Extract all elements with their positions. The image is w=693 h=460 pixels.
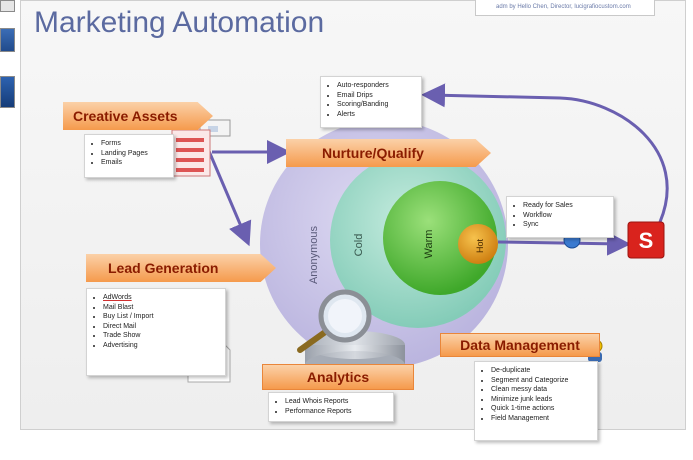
- attribution-caption: adm by Hello Chen, Director, lucigrafioc…: [475, 0, 655, 16]
- lead-generation-list: AdWords Mail Blast Buy List / Import Dir…: [86, 288, 226, 376]
- list-item: Sync: [523, 220, 607, 230]
- analytics-text: Analytics: [306, 369, 370, 385]
- creative-assets-list: Forms Landing Pages Emails: [84, 134, 174, 178]
- circle-warm: Warm: [383, 181, 497, 295]
- nurture-qualify-text: Nurture/Qualify: [322, 145, 424, 161]
- creative-assets-label: Creative Assets: [63, 102, 213, 130]
- list-item: Auto-responders: [337, 81, 415, 91]
- connector-hot-to-salesforce: [497, 231, 631, 256]
- list-item: Direct Mail: [103, 322, 219, 332]
- list-item: Clean messy data: [491, 385, 591, 395]
- list-item: Email Drips: [337, 91, 415, 101]
- list-item: Ready for Sales: [523, 201, 607, 211]
- list-item: Trade Show: [103, 331, 219, 341]
- list-item: Scoring/Banding: [337, 100, 415, 110]
- magnifier-icon: [297, 289, 372, 353]
- list-item: Minimize junk leads: [491, 395, 591, 405]
- list-item: De-duplicate: [491, 366, 591, 376]
- list-item: Quick 1-time actions: [491, 404, 591, 414]
- nurture-qualify-label: Nurture/Qualify: [286, 139, 491, 167]
- slide-thumbnail[interactable]: [0, 0, 15, 12]
- lead-generation-label: Lead Generation: [86, 254, 276, 282]
- list-item: Advertising: [103, 341, 219, 351]
- svg-text:S: S: [639, 228, 654, 253]
- circle-label-anonymous: Anonymous: [308, 225, 320, 284]
- list-item: Mail Blast: [103, 303, 219, 313]
- list-item: Buy List / Import: [103, 312, 219, 322]
- list-item: Forms: [101, 139, 167, 149]
- connector-salesforce-to-nurture: [421, 83, 669, 223]
- list-item: Landing Pages: [101, 149, 167, 159]
- list-item: Lead Whois Reports: [285, 397, 387, 407]
- salesforce-logo-icon: S: [627, 221, 665, 259]
- list-item: Workflow: [523, 211, 607, 221]
- data-management-list: De-duplicate Segment and Categorize Clea…: [474, 361, 598, 441]
- list-item: Segment and Categorize: [491, 376, 591, 386]
- circle-label-cold: Cold: [353, 234, 365, 257]
- circle-hot: Hot: [458, 224, 498, 264]
- data-management-label: Data Management: [440, 333, 600, 357]
- lead-generation-text: Lead Generation: [108, 260, 219, 276]
- web-form-icon: [171, 129, 211, 177]
- creative-assets-text: Creative Assets: [73, 108, 178, 124]
- list-item: Performance Reports: [285, 407, 387, 417]
- list-item: AdWords: [103, 293, 219, 303]
- slide-thumbnail-strip[interactable]: [0, 0, 16, 110]
- nurture-list: Auto-responders Email Drips Scoring/Band…: [320, 76, 422, 128]
- slide-thumbnail[interactable]: [0, 28, 15, 52]
- list-item: Emails: [101, 158, 167, 168]
- slide-title: Marketing Automation: [34, 6, 325, 39]
- analytics-list: Lead Whois Reports Performance Reports: [268, 392, 394, 422]
- list-item: Field Management: [491, 414, 591, 424]
- list-item: Alerts: [337, 110, 415, 120]
- circle-label-hot: Hot: [475, 239, 485, 254]
- circle-label-warm: Warm: [423, 230, 435, 259]
- data-management-text: Data Management: [460, 337, 580, 353]
- analytics-label: Analytics: [262, 364, 414, 390]
- slide-thumbnail[interactable]: [0, 76, 15, 108]
- sales-list: Ready for Sales Workflow Sync: [506, 196, 614, 238]
